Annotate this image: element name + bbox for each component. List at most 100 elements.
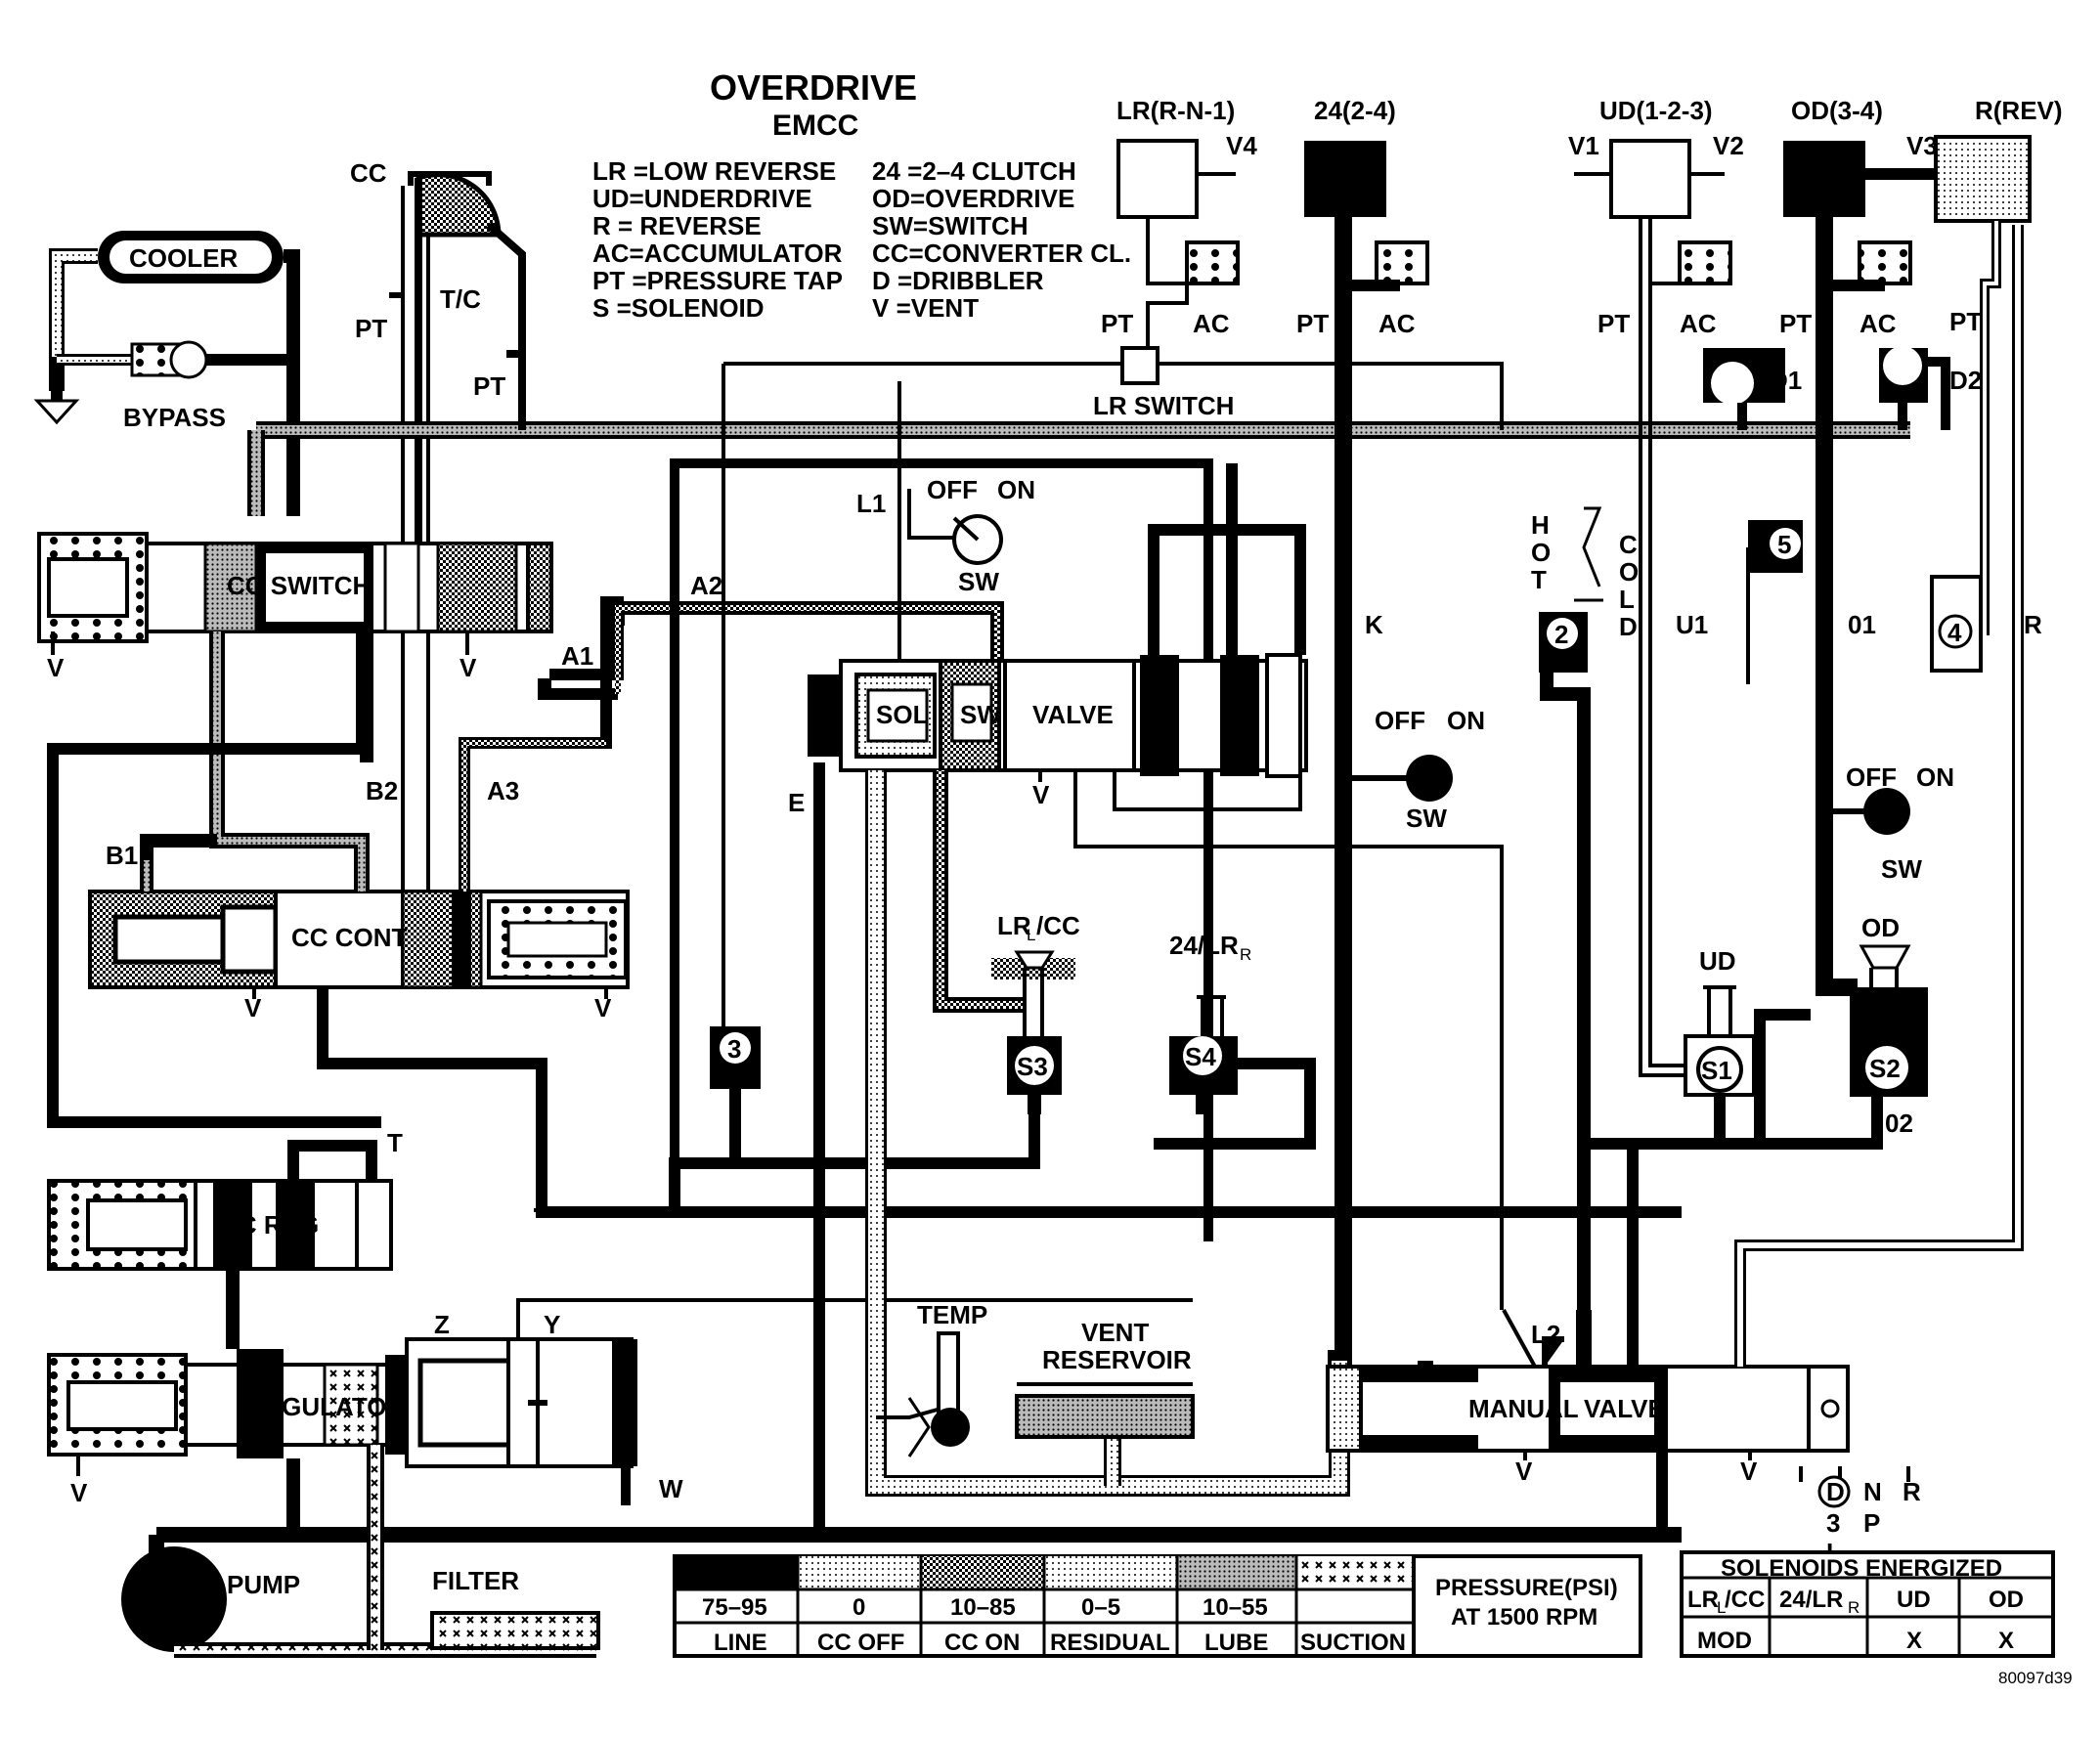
abbr-lr: LR =LOW REVERSE bbox=[592, 156, 836, 186]
lr-clutch-label: LR(R-N-1) bbox=[1116, 96, 1235, 125]
sol-row-mod: MOD bbox=[1697, 1628, 1752, 1654]
hot-letter-o: O bbox=[1531, 538, 1551, 567]
l1-label: L1 bbox=[856, 489, 886, 518]
legend-value-line: 75–95 bbox=[702, 1594, 767, 1621]
pt-label-tc1: PT bbox=[355, 314, 387, 343]
d1-label: D1 bbox=[1770, 366, 1802, 395]
s3-header: LR bbox=[997, 911, 1031, 940]
vent-cc-cont-2: V bbox=[594, 993, 612, 1022]
sol-header-lrcc-sub: L bbox=[1717, 1598, 1726, 1617]
solenoid-table-title: SOLENOIDS ENERGIZED bbox=[1721, 1555, 2002, 1582]
abbreviation-legend-right: 24 =2–4 CLUTCH OD=OVERDRIVE SW=SWITCH CC… bbox=[872, 156, 1131, 323]
temp-label: TEMP bbox=[917, 1300, 987, 1329]
pump-filter: PUMP FILTER bbox=[121, 1445, 1682, 1658]
bypass-label: BYPASS bbox=[123, 403, 226, 432]
cold-letter-c: C bbox=[1619, 530, 1638, 559]
vent-manual-1: V bbox=[1515, 1457, 1533, 1486]
sol-header-lrcc-tail: /CC bbox=[1725, 1587, 1765, 1613]
filter bbox=[430, 1611, 600, 1650]
lr-switch-label: LR SWITCH bbox=[1093, 391, 1234, 420]
s4-header: 24/LR bbox=[1169, 931, 1239, 960]
vent-regulator: V bbox=[70, 1478, 88, 1507]
cc-switch-links: B2 A3 A1 A2 bbox=[140, 571, 1004, 892]
on-label-24: ON bbox=[1447, 706, 1485, 735]
cold-letter-d: D bbox=[1619, 612, 1638, 641]
legend-name-suction: SUCTION bbox=[1300, 1630, 1406, 1656]
cc-cont-label: CC CONT bbox=[291, 923, 408, 952]
check-4-label: 4 bbox=[1947, 618, 1962, 647]
ud-clutch-label: UD(1-2-3) bbox=[1599, 96, 1713, 125]
s3-header-tail: /CC bbox=[1036, 911, 1080, 940]
sw-switch-top: L1 OFF ON SW bbox=[856, 475, 1035, 596]
sol-header-24lr: 24/LR bbox=[1779, 1587, 1843, 1613]
vent-cc-switch-1: V bbox=[47, 653, 65, 682]
od-clutch-label: OD(3-4) bbox=[1791, 96, 1883, 125]
rev-clutch-label: R(REV) bbox=[1975, 96, 2063, 125]
ud-clutch: UD(1-2-3) V1 V2 PT AC U1 UD S1 bbox=[1568, 96, 1756, 1150]
o2-label: 02 bbox=[1885, 1109, 1913, 1138]
pressure-legend: 75–95 0 10–85 0–5 10–55 LINE CC OFF CC O… bbox=[673, 1554, 1642, 1658]
check-2-label: 2 bbox=[1554, 620, 1568, 649]
abbr-od: OD=OVERDRIVE bbox=[872, 184, 1074, 213]
s4-label: S4 bbox=[1185, 1042, 1216, 1071]
b1-label: B1 bbox=[106, 841, 138, 870]
sol-header-lrcc: LR bbox=[1687, 1587, 1719, 1613]
pt-label-tc2: PT bbox=[473, 371, 505, 401]
abbr-r: R = REVERSE bbox=[592, 211, 762, 240]
tc-regulator-valve: TC REG T bbox=[47, 1128, 403, 1349]
sw-label-top: SW bbox=[958, 567, 999, 596]
pt-label-od: PT bbox=[1779, 309, 1812, 338]
line-pressure-left bbox=[47, 458, 1682, 1241]
sol-header-od: OD bbox=[1989, 1587, 2024, 1613]
manual-label: MANUAL bbox=[1468, 1394, 1579, 1423]
check-3-label: 3 bbox=[727, 1034, 741, 1064]
off-label-top: OFF bbox=[927, 475, 978, 504]
s3-header-sub: L bbox=[1027, 926, 1035, 944]
pt-label-24: PT bbox=[1296, 309, 1329, 338]
legend-name-lube: LUBE bbox=[1204, 1630, 1268, 1656]
sol-row-ud: X bbox=[1906, 1628, 1922, 1654]
e-label: E bbox=[788, 788, 805, 817]
gear-n-label: N bbox=[1863, 1477, 1882, 1506]
dribblers: D1 D2 bbox=[1703, 346, 1982, 430]
legend-pressure-title: PRESSURE(PSI) bbox=[1435, 1575, 1618, 1601]
sw-label-24: SW bbox=[1406, 804, 1447, 833]
manual-valve-label: VALVE bbox=[1584, 1394, 1665, 1423]
valve-label: VALVE bbox=[1032, 700, 1114, 729]
regulator-label: REGULATOR bbox=[246, 1392, 405, 1421]
k-label: K bbox=[1365, 610, 1383, 639]
vent-cc-switch-2: V bbox=[459, 653, 477, 682]
a2-label: A2 bbox=[690, 571, 722, 600]
b2-label: B2 bbox=[366, 776, 398, 805]
manual-valve: MANUAL VALVE V V D 3 L N P R L2 bbox=[1326, 225, 2024, 1567]
check-5-label: 5 bbox=[1777, 530, 1791, 559]
lr-switch bbox=[1120, 346, 1159, 385]
pump-label: PUMP bbox=[227, 1570, 300, 1599]
sw-od-switch bbox=[1863, 788, 1910, 835]
d2-label: D2 bbox=[1949, 366, 1982, 395]
hot-letter-h: H bbox=[1531, 510, 1550, 540]
s3-label: S3 bbox=[1017, 1052, 1048, 1081]
solenoids-energized-table: SOLENOIDS ENERGIZED LR L /CC 24/LR R UD … bbox=[1680, 1550, 2055, 1658]
sw-label-od: SW bbox=[1881, 854, 1922, 884]
sw-label: SW bbox=[960, 700, 1001, 729]
pt-label-lr: PT bbox=[1101, 309, 1133, 338]
hot-letter-t: T bbox=[1531, 565, 1547, 594]
abbr-pt: PT =PRESSURE TAP bbox=[592, 266, 843, 295]
vent-reservoir: VENT RESERVOIR bbox=[1015, 1318, 1195, 1439]
filter-label: FILTER bbox=[432, 1566, 519, 1595]
diagram-subtitle: EMCC bbox=[772, 109, 858, 142]
legend-pressure-subtitle: AT 1500 RPM bbox=[1451, 1604, 1597, 1631]
on-label-od: ON bbox=[1916, 762, 1954, 792]
gear-3-label: 3 bbox=[1826, 1508, 1840, 1538]
pt-label-ud: PT bbox=[1597, 309, 1630, 338]
w-label: W bbox=[659, 1474, 683, 1503]
v3-label: V3 bbox=[1906, 131, 1938, 160]
gear-p-label: P bbox=[1863, 1508, 1880, 1538]
off-label-24: OFF bbox=[1375, 706, 1425, 735]
vent-sol-sw: V bbox=[1032, 780, 1050, 809]
legend-value-cc-off: 0 bbox=[853, 1594, 865, 1621]
sol-label: SOL bbox=[876, 700, 929, 729]
r-label: R bbox=[2024, 610, 2042, 639]
